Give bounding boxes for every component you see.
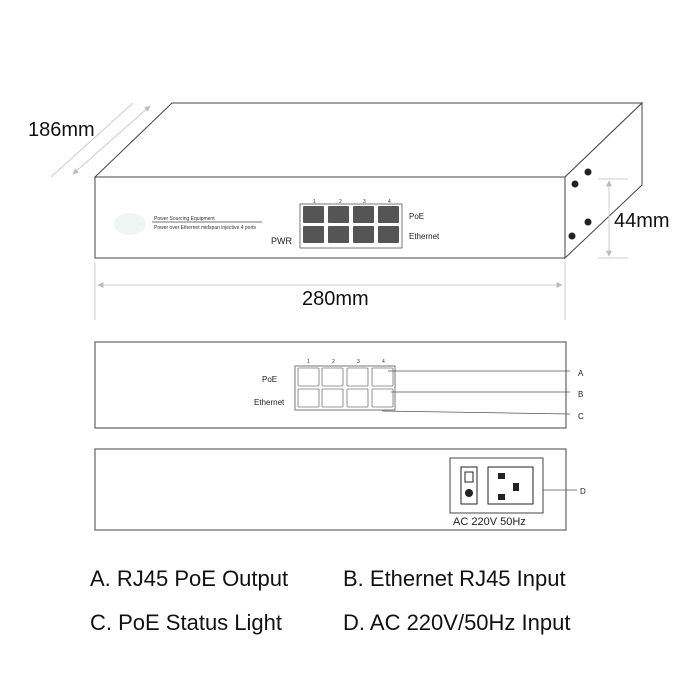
dimension-depth: 186mm [28, 102, 151, 178]
rj45-port-icon [303, 226, 324, 243]
screw-icon [568, 232, 576, 240]
callout-c: C [578, 412, 584, 421]
port-number: 1 [313, 199, 316, 205]
legend-c: C. PoE Status Light [90, 610, 282, 635]
poe-label-3d: PoE [409, 212, 424, 221]
screw-icon [584, 218, 592, 226]
screw-icon [584, 168, 592, 176]
pwr-label: PWR [271, 236, 292, 246]
rj45-port-icon [328, 226, 349, 243]
rj45-port-icon [371, 367, 394, 387]
rj45-port-icon [353, 226, 374, 243]
port-number: 2 [332, 359, 335, 365]
power-switch-icon [460, 466, 478, 505]
height-label: 44mm [614, 210, 670, 232]
rj45-port-icon [328, 206, 349, 223]
rj45-port-icon [378, 206, 399, 223]
rj45-port-icon [321, 388, 344, 408]
device-3d: Power Sourcing Equipment Power over Ethe… [93, 101, 644, 260]
rj45-port-icon [303, 206, 324, 223]
rj45-port-icon [321, 367, 344, 387]
rj45-port-icon [297, 388, 320, 408]
rj45-port-icon [353, 206, 374, 223]
callout-b: B [578, 390, 583, 399]
callout-d: D [580, 487, 586, 496]
port-number: 1 [307, 359, 310, 365]
rj45-port-icon [371, 388, 394, 408]
depth-label: 186mm [28, 119, 95, 141]
rj45-port-icon [346, 367, 369, 387]
dimension-height: 44mm [598, 178, 670, 259]
width-label: 280mm [302, 288, 369, 310]
brand-line-1: Power Sourcing Equipment [154, 216, 215, 222]
ethernet-label-3d: Ethernet [409, 232, 440, 241]
legend-d: D. AC 220V/50Hz Input [343, 610, 571, 635]
power-socket-icon [487, 466, 534, 505]
port-number: 3 [357, 359, 360, 365]
rj45-port-icon [378, 226, 399, 243]
port-number: 4 [388, 199, 391, 205]
logo-icon [114, 213, 146, 235]
front-panel: 1 2 3 4 PoE Ethernet A B C [94, 341, 584, 429]
dimension-width: 280mm [94, 262, 566, 320]
screw-icon [571, 180, 579, 188]
port-number: 3 [363, 199, 366, 205]
legend-b: B. Ethernet RJ45 Input [343, 566, 566, 591]
callout-a: A [578, 369, 584, 378]
power-rating-label: AC 220V 50Hz [453, 516, 526, 528]
rear-panel: AC 220V 50Hz D [94, 448, 586, 531]
poe-label: PoE [262, 375, 277, 384]
brand-line-2: Power over Ethernet midspan injective 4 … [154, 225, 256, 231]
legend-a: A. RJ45 PoE Output [90, 566, 289, 591]
rj45-port-icon [297, 367, 320, 387]
port-number: 2 [339, 199, 342, 205]
port-block-3d [299, 203, 403, 249]
ethernet-label: Ethernet [254, 398, 285, 407]
rj45-port-icon [346, 388, 369, 408]
port-number: 4 [382, 359, 385, 365]
